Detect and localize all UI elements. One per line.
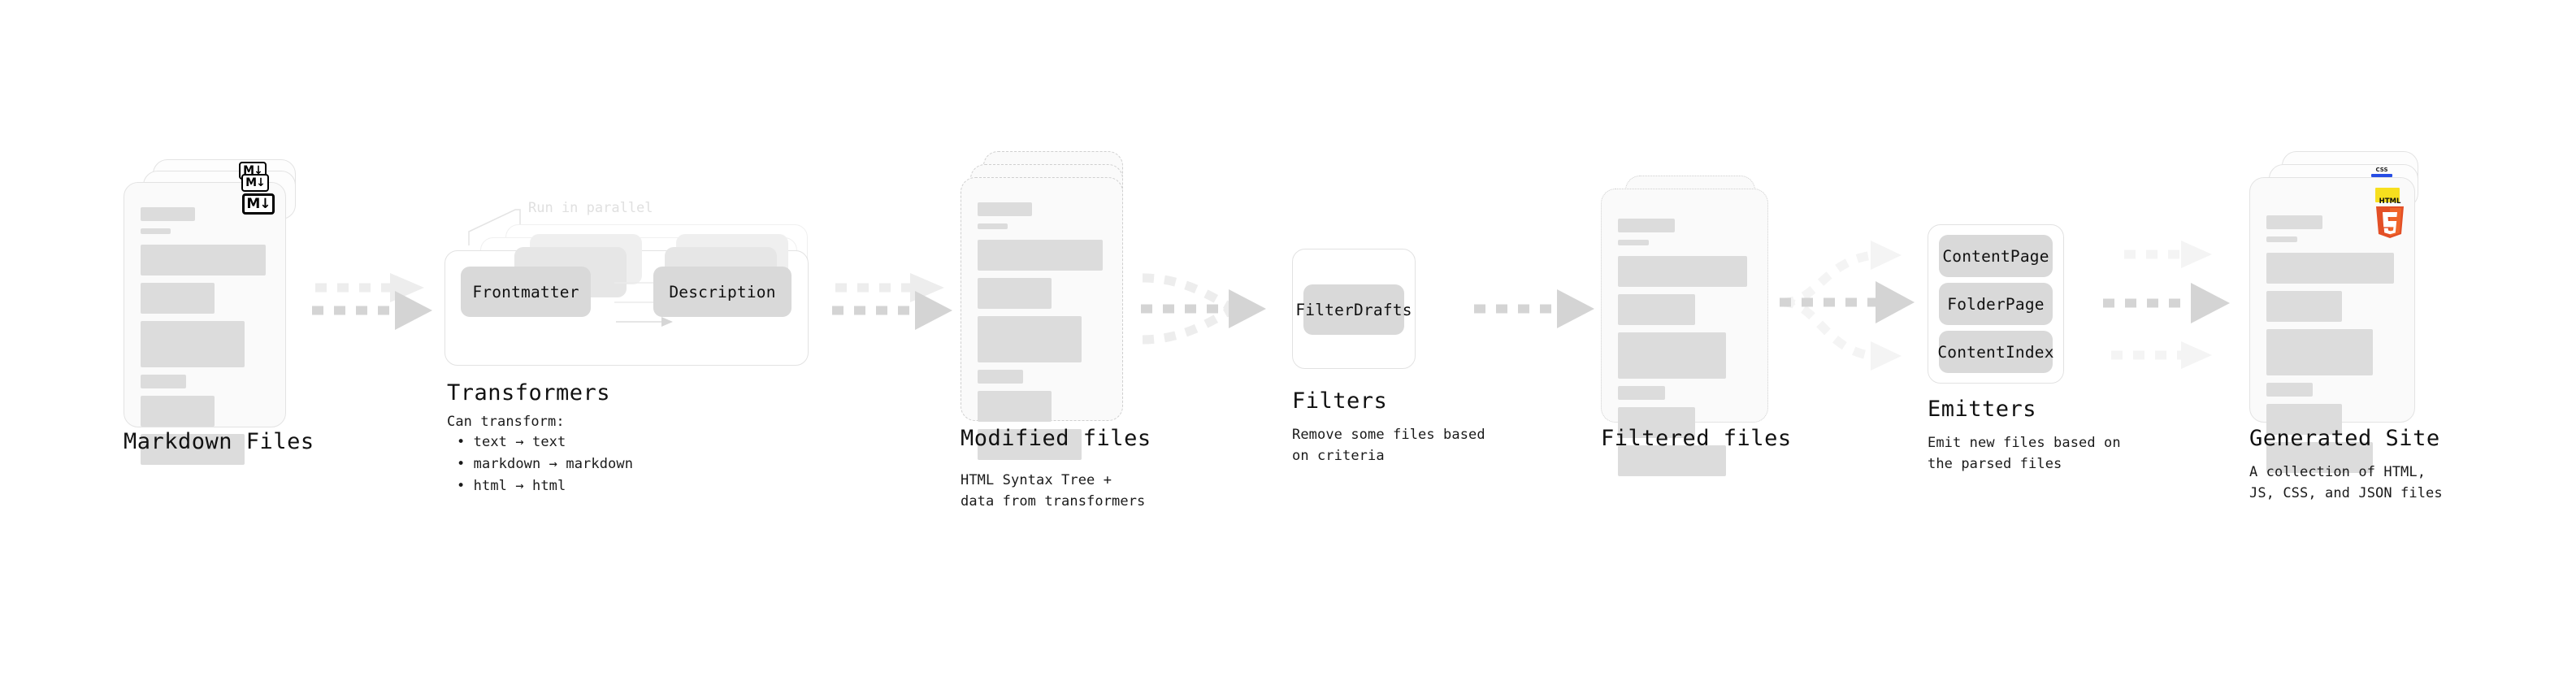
connector-md-to-transformers [312, 273, 432, 330]
content-bar [978, 202, 1033, 216]
label-transformers: Transformers [447, 380, 611, 406]
css-badge: CSS [2371, 167, 2392, 177]
stage-generated-site: CSS HTML [2249, 151, 2436, 473]
content-bar [1618, 256, 1748, 287]
desc-generated-site: A collection of HTML, JS, CSS, and JSON … [2249, 464, 2443, 502]
content-bar [141, 245, 266, 275]
file-content-bars [978, 202, 1108, 467]
content-bar [978, 391, 1052, 422]
html5-badge: HTML [2371, 195, 2409, 241]
content-bar [978, 240, 1103, 271]
chip-folderpage[interactable]: FolderPage [1939, 283, 2053, 325]
stage-filtered-files [1601, 176, 1780, 476]
content-bar [1618, 240, 1650, 245]
label-markdown-files: Markdown Files [124, 429, 314, 454]
markdown-badge-mid: M↓ [241, 174, 269, 192]
content-bar [141, 375, 186, 388]
parallel-leader-line [468, 209, 521, 245]
modified-file-stack [961, 151, 1139, 460]
file-content-bars [1618, 219, 1753, 484]
desc-filters: Remove some files based on criteria [1292, 427, 1485, 465]
content-bar [1618, 386, 1666, 400]
desc-transformers-bullet-2: • html → html [457, 478, 566, 494]
site-file-stack: CSS HTML [2249, 151, 2436, 473]
markdown-badge: M↓ [242, 193, 275, 215]
file-sheet-front [124, 182, 286, 465]
file-content-bars [2266, 215, 2400, 480]
content-bar [2266, 215, 2322, 229]
content-bar [1618, 407, 1695, 438]
chip-contentindex[interactable]: ContentIndex [1937, 331, 2053, 373]
chip-filterdrafts[interactable]: FilterDrafts [1295, 284, 1412, 335]
filtered-file-stack [1601, 176, 1780, 476]
desc-transformers-bullet-0: • text → text [457, 434, 566, 450]
connector-filters-to-filtered [1474, 289, 1594, 328]
content-bar [141, 228, 171, 234]
markdown-file-stack: M↓ M↓ M↓ [124, 159, 302, 465]
file-sheet-front [961, 177, 1123, 460]
chip-frontmatter[interactable]: Frontmatter [461, 267, 591, 317]
content-bar [978, 370, 1023, 384]
content-bar [978, 316, 1082, 362]
connector-filtered-to-emitters [1780, 241, 1915, 371]
desc-emitters: Emit new files based on the parsed files [1928, 435, 2121, 473]
desc-transformers-intro: Can transform: [447, 414, 565, 430]
label-filters: Filters [1292, 388, 1388, 414]
js-badge [2375, 188, 2400, 202]
content-bar [2266, 404, 2343, 435]
content-bar [141, 396, 215, 427]
content-bar [2266, 383, 2314, 397]
content-bar [978, 278, 1052, 309]
connector-modified-to-filters [1141, 273, 1266, 345]
file-content-bars [141, 207, 271, 472]
content-bar [141, 207, 196, 221]
chip-description[interactable]: Description [653, 267, 791, 317]
content-bar [141, 321, 245, 367]
content-bar [1618, 294, 1695, 325]
content-bar [2266, 236, 2297, 242]
content-bar [1618, 219, 1675, 232]
content-bar [2266, 291, 2343, 322]
label-modified-files: Modified files [961, 426, 1151, 451]
stage-transformers: Run in parallel Frontmatter Description [444, 195, 817, 366]
file-sheet-front [1601, 189, 1768, 476]
content-bar [978, 429, 1082, 460]
connector-transformers-to-modified [832, 273, 952, 330]
content-bar [2266, 329, 2374, 375]
svg-text:HTML: HTML [2379, 197, 2401, 206]
annotation-run-in-parallel: Run in parallel [528, 200, 653, 216]
content-bar [1618, 445, 1726, 476]
label-emitters: Emitters [1928, 397, 2037, 422]
connector-emitters-to-site [2103, 241, 2230, 369]
content-bar [141, 434, 245, 465]
content-bar [141, 283, 215, 314]
content-bar [978, 223, 1008, 229]
stage-modified-files [961, 151, 1139, 460]
stage-markdown-files: M↓ M↓ M↓ [124, 159, 302, 465]
chip-contentpage[interactable]: ContentPage [1939, 235, 2053, 277]
content-bar [2266, 442, 2374, 473]
content-bar [2266, 253, 2395, 284]
content-bar [1618, 332, 1726, 379]
desc-modified-files: HTML Syntax Tree + data from transformer… [961, 472, 1146, 510]
label-generated-site: Generated Site [2249, 426, 2440, 451]
css-badge-label: CSS [2375, 167, 2388, 173]
label-filtered-files: Filtered files [1601, 426, 1792, 451]
desc-transformers-bullet-1: • markdown → markdown [457, 456, 634, 472]
